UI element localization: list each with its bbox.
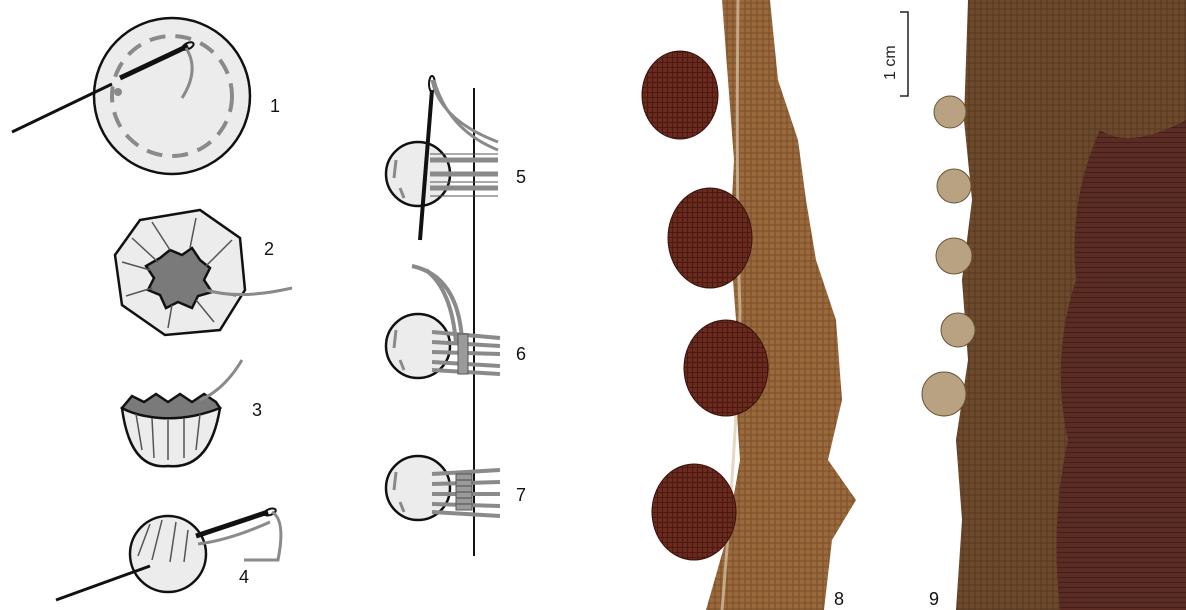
step-label-7: 7 — [516, 486, 526, 504]
photo-9-button-5 — [922, 372, 966, 416]
step-label-1: 1 — [270, 97, 280, 115]
photo-9-button-1 — [934, 96, 966, 128]
photo-8-button-3 — [684, 320, 768, 416]
step-label-9: 9 — [929, 590, 939, 608]
photo-8-buttons-on-fabric — [610, 0, 890, 610]
step-label-6: 6 — [516, 345, 526, 363]
drawings-steps-5-7 — [0, 0, 600, 610]
photo-9-button-3 — [936, 238, 972, 274]
step-6-drawing — [386, 266, 500, 378]
photo-9-buttons-on-fabric — [900, 0, 1186, 610]
step-7-drawing — [386, 456, 500, 520]
step-label-8: 8 — [834, 590, 844, 608]
photo-8-button-1 — [642, 51, 718, 139]
step-label-3: 3 — [252, 401, 262, 419]
step-label-2: 2 — [264, 240, 274, 258]
step-label-4: 4 — [239, 568, 249, 586]
scale-bar-label: 1 cm — [882, 45, 900, 80]
photo-8-button-2 — [668, 188, 752, 288]
step-5-drawing — [386, 76, 498, 240]
photo-9-button-2 — [937, 169, 971, 203]
step-label-5: 5 — [516, 168, 526, 186]
scale-bar — [900, 12, 908, 96]
photo-9-button-4 — [941, 313, 975, 347]
photo-8-button-4 — [652, 464, 736, 560]
